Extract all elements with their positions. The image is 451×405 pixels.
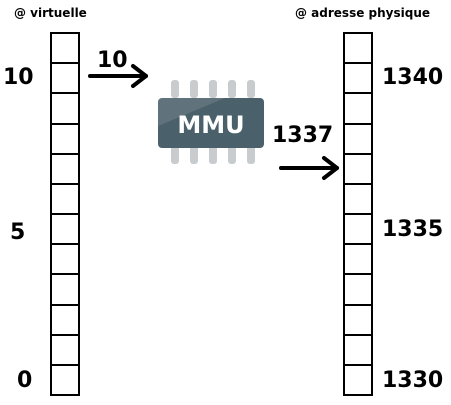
physical-cell-1337 xyxy=(345,155,371,185)
physical-cell-1340 xyxy=(345,64,371,95)
virtual-cell-2 xyxy=(52,306,78,336)
physical-cell-1331 xyxy=(345,336,371,366)
virtual-cell-5 xyxy=(52,215,78,246)
virtual-tick-10: 10 xyxy=(3,65,34,90)
virtual-cell-8 xyxy=(52,125,78,155)
physical-tick-1330: 1330 xyxy=(382,368,444,393)
physical-memory-column xyxy=(343,32,373,396)
virtual-address-caption: @ virtuelle xyxy=(14,6,87,20)
virtual-cell-4 xyxy=(52,245,78,276)
physical-cell-1333 xyxy=(345,275,371,306)
virtual-memory-column xyxy=(50,32,80,396)
physical-cell-1334 xyxy=(345,245,371,276)
chip-body xyxy=(158,98,264,148)
physical-tick-1335: 1335 xyxy=(382,217,444,242)
chip-top-pins xyxy=(171,80,255,98)
input-address-label: 10 xyxy=(97,48,128,73)
physical-cell-1341 xyxy=(345,34,371,65)
input-arrow xyxy=(88,64,148,88)
physical-cell-1332 xyxy=(345,306,371,336)
virtual-cell-7 xyxy=(52,155,78,185)
virtual-cell-1 xyxy=(52,336,78,366)
mmu-chip: MMU xyxy=(158,80,264,164)
virtual-cell-10 xyxy=(52,64,78,95)
output-arrow xyxy=(279,156,339,180)
virtual-tick-0: 0 xyxy=(17,368,33,393)
mmu-label: MMU xyxy=(177,111,244,139)
virtual-cell-6 xyxy=(52,185,78,216)
physical-cell-1338 xyxy=(345,125,371,155)
virtual-cell-9 xyxy=(52,94,78,125)
virtual-tick-5: 5 xyxy=(10,220,26,245)
physical-address-caption: @ adresse physique xyxy=(295,6,431,20)
physical-cell-1336 xyxy=(345,185,371,216)
physical-cell-1335 xyxy=(345,215,371,246)
virtual-cell-3 xyxy=(52,275,78,306)
virtual-cell-11 xyxy=(52,34,78,65)
physical-cell-1339 xyxy=(345,94,371,125)
output-address-label: 1337 xyxy=(272,123,334,148)
chip-bottom-pins xyxy=(171,146,255,164)
physical-tick-1340: 1340 xyxy=(382,65,444,90)
